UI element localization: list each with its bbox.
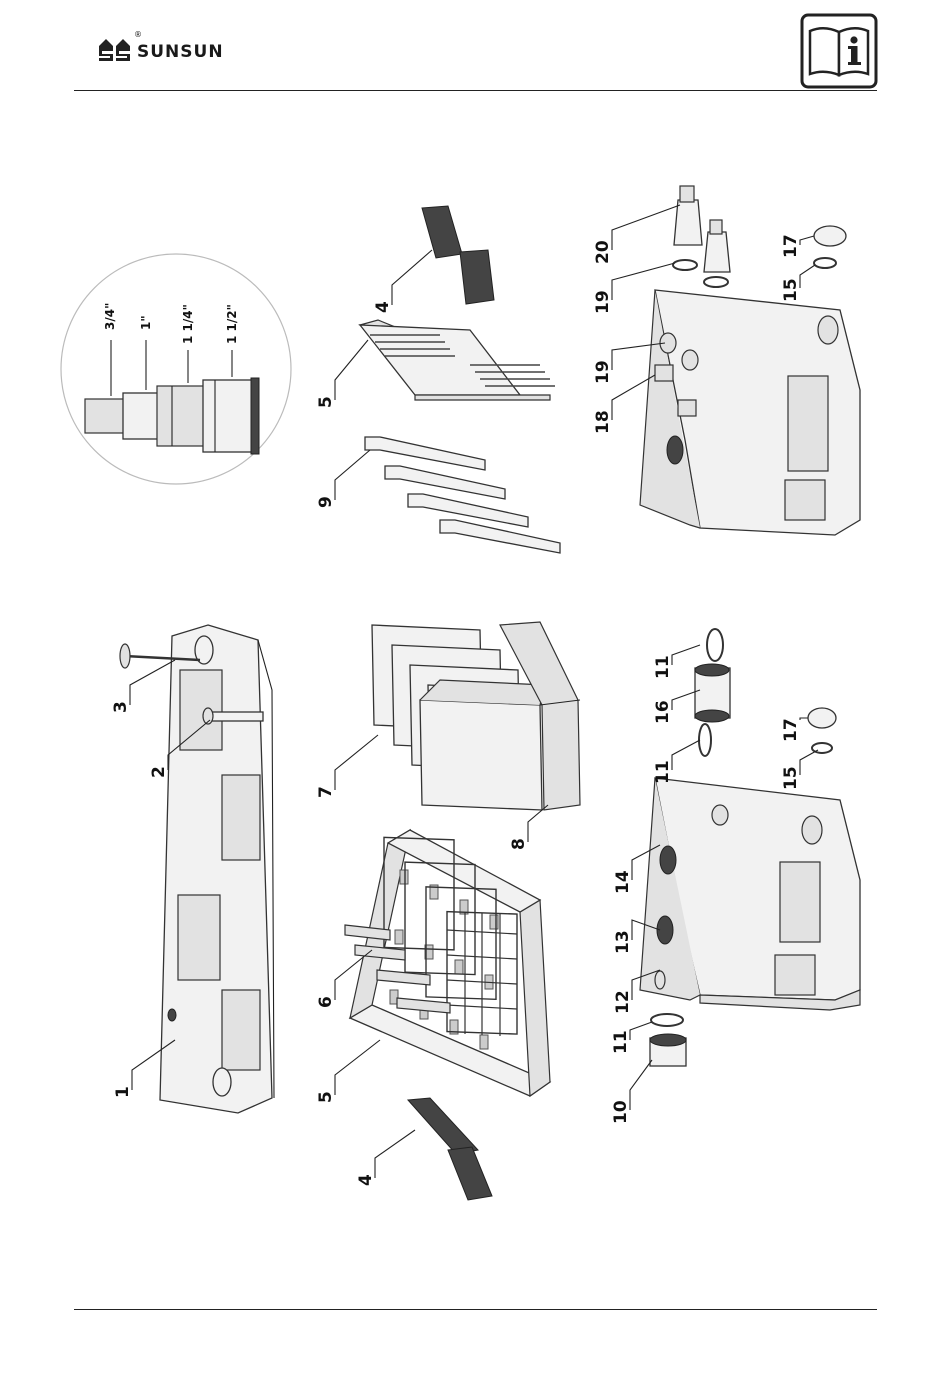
callout-8: 8 bbox=[509, 838, 529, 850]
brand-name: SUNSUN bbox=[137, 42, 224, 62]
size-label-1-1-2: 1 1/2" bbox=[225, 304, 239, 344]
callout-4-upper: 4 bbox=[373, 301, 393, 313]
callout-9: 9 bbox=[316, 496, 336, 508]
callout-6: 6 bbox=[316, 996, 336, 1008]
callout-15-upper: 15 bbox=[781, 278, 801, 302]
callout-12: 12 bbox=[613, 990, 633, 1014]
callout-16: 16 bbox=[653, 700, 673, 724]
callout-11-b: 11 bbox=[653, 760, 673, 784]
callout-11-c: 11 bbox=[653, 655, 673, 679]
callout-1: 1 bbox=[113, 1086, 133, 1098]
part-filter-box-upper bbox=[640, 290, 860, 535]
callout-5-upper: 5 bbox=[316, 396, 336, 408]
callout-3: 3 bbox=[111, 701, 131, 713]
part-small-filter-pads-lower bbox=[408, 1098, 492, 1200]
part-perforated-plate-upper bbox=[360, 320, 555, 400]
part-lid bbox=[160, 625, 274, 1113]
part-small-filter-pads-upper bbox=[422, 206, 494, 304]
callout-13: 13 bbox=[613, 930, 633, 954]
part-cap-17-upper bbox=[814, 226, 846, 268]
callout-11-a: 11 bbox=[611, 1030, 631, 1054]
page-header: ® SUNSUN bbox=[0, 0, 950, 95]
callout-4-lower: 4 bbox=[356, 1174, 376, 1186]
callout-19-b: 19 bbox=[593, 290, 613, 314]
header-divider bbox=[74, 90, 877, 91]
size-label-1-1-4: 1 1/4" bbox=[181, 304, 195, 344]
callout-19-a: 19 bbox=[593, 360, 613, 384]
callout-7: 7 bbox=[316, 786, 336, 798]
sunsun-logo: ® SUNSUN bbox=[97, 34, 224, 64]
manual-info-icon bbox=[800, 13, 878, 89]
callout-17-upper: 17 bbox=[781, 234, 801, 258]
size-label-3-4: 3/4" bbox=[103, 303, 117, 330]
callout-5-lower: 5 bbox=[316, 1091, 336, 1103]
footer-divider bbox=[74, 1309, 877, 1310]
callout-10: 10 bbox=[611, 1100, 631, 1124]
sunsun-logo-mark bbox=[97, 34, 133, 64]
callout-17-lower: 17 bbox=[781, 718, 801, 742]
hose-connector-detail: 3/4" 1" 1 1/4" 1 1/2" bbox=[61, 254, 291, 484]
callout-15-lower: 15 bbox=[781, 766, 801, 790]
callout-14: 14 bbox=[613, 870, 633, 894]
part-cap-17-lower bbox=[808, 708, 836, 753]
part-frames-9 bbox=[365, 437, 560, 553]
registered-mark: ® bbox=[134, 30, 142, 39]
callout-20: 20 bbox=[593, 240, 613, 264]
exploded-parts-diagram: 3/4" 1" 1 1/4" 1 1/2" bbox=[0, 95, 950, 1305]
part-threaded-nut-10 bbox=[650, 1034, 686, 1066]
part-filter-box-lower bbox=[640, 778, 860, 1010]
part-hose-connectors-20 bbox=[674, 186, 730, 272]
callout-2: 2 bbox=[149, 766, 169, 778]
part-perforated-plate-lower bbox=[350, 830, 550, 1096]
part-threaded-fitting-16 bbox=[695, 664, 730, 722]
size-label-1: 1" bbox=[139, 315, 153, 330]
callout-18: 18 bbox=[593, 410, 613, 434]
